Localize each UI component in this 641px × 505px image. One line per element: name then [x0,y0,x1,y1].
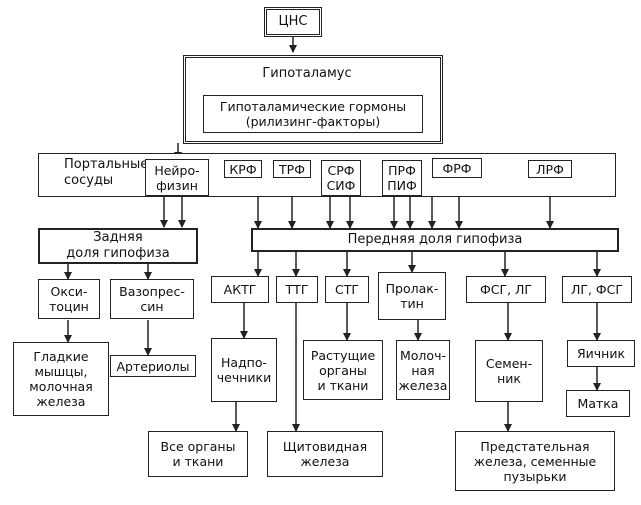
node-all-organs: Все органы и ткани [148,431,248,477]
node-prf-pif: ПРФ ПИФ [382,160,422,196]
node-lrf: ЛРФ [528,160,572,178]
node-fsg-lg: ФСГ, ЛГ [466,276,546,303]
node-neurophysin: Нейро- физин [145,159,209,196]
node-testis: Семен- ник [475,340,543,402]
node-prolactin: Пролак- тин [378,272,446,320]
node-frf: ФРФ [432,158,482,178]
node-vasopressin: Вазопрес- син [110,279,194,319]
node-srf-sif: СРФ СИФ [321,160,361,196]
node-anterior-lobe: Передняя доля гипофиза [251,228,619,252]
node-hypothalamic-hormones: Гипоталамические гормоны (рилизинг-факто… [203,95,423,133]
node-mammary-gland: Молоч- ная железа [396,340,450,400]
node-prostate: Предстательная железа, семенные пузырьки [455,431,615,491]
node-stg: СТГ [325,276,369,303]
node-oxytocin: Окси- тоцин [38,279,100,319]
node-trf: ТРФ [273,160,311,178]
node-uterus: Матка [566,390,630,417]
node-hypothalamus: Гипоталамус [262,66,352,81]
node-adrenal: Надпо- чечники [211,338,277,402]
node-ttg: ТТГ [276,276,318,303]
node-krf: КРФ [224,160,262,178]
node-growing-organs: Растущие органы и ткани [303,340,383,400]
node-lg-fsg: ЛГ, ФСГ [562,276,632,303]
node-actg: АКТГ [211,276,269,303]
node-posterior-lobe: Задняя доля гипофиза [38,228,198,264]
node-arterioles: Артериолы [110,355,196,377]
node-cns: ЦНС [264,7,322,37]
node-thyroid: Щитовидная железа [267,431,383,477]
node-ovary: Яичник [567,340,635,367]
node-portal-vessels: Портальные сосуды [64,157,149,188]
node-smooth-muscles: Гладкие мышцы, молочная железа [13,342,109,416]
